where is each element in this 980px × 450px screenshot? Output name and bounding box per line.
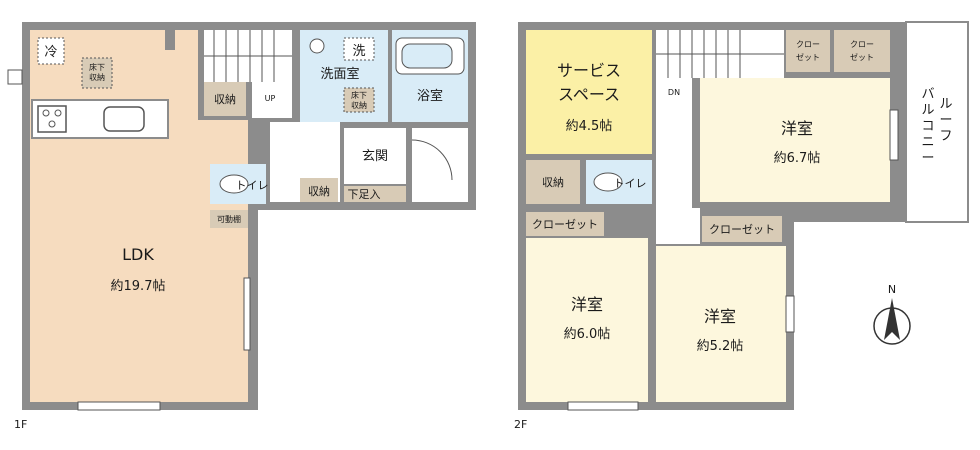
bath-label: 浴室 — [417, 88, 443, 104]
stair-dn-marker: DN — [668, 88, 680, 97]
compass-icon: N — [873, 283, 911, 345]
western-se-size: 約5.2帖 — [697, 339, 744, 354]
sink-icon — [103, 106, 145, 132]
ldk-size: 約19.7帖 — [111, 279, 166, 294]
storage-hall-label: 収納 — [308, 185, 330, 198]
roof-balcony-label-d: ニ — [921, 135, 934, 150]
adjustable-shelf-label: 可動棚 — [217, 214, 241, 224]
roof-balcony-label-f: ル — [939, 97, 952, 112]
closet-sw — [526, 212, 604, 236]
western-se-label: 洋室 — [704, 307, 736, 326]
closet-ne-1 — [786, 30, 830, 72]
washer-label: 洗 — [352, 44, 365, 59]
closet-se-label: クローゼット — [709, 223, 775, 236]
western-room-se — [656, 246, 786, 402]
underfloor-storage-kitchen-label-a: 床下 — [89, 62, 105, 72]
fridge-label: 冷 — [44, 45, 57, 60]
underfloor-storage-kitchen-label-b: 収納 — [89, 72, 105, 82]
western-room-sw — [526, 238, 648, 402]
roof-balcony-label-a: バ — [921, 87, 934, 102]
toilet-2f-label: トイレ — [614, 177, 647, 190]
underfloor-storage-wash-label-a: 床下 — [351, 90, 367, 100]
western-room-ne — [700, 78, 890, 202]
western-ne-label: 洋室 — [781, 119, 813, 138]
service-space-size: 約4.5帖 — [566, 119, 613, 134]
floor-1f-label: 1F — [14, 418, 27, 431]
closet-ne-1-label-b: ゼット — [796, 52, 820, 62]
toilet-1f-label: トイレ — [236, 179, 269, 192]
closet-sw-label: クローゼット — [532, 218, 598, 231]
western-ne-size: 約6.7帖 — [774, 151, 821, 166]
shoe-box — [344, 186, 406, 202]
roof-balcony-label-c: コ — [921, 119, 934, 134]
washer-icon — [343, 37, 375, 61]
compass-label: N — [888, 283, 896, 296]
adjustable-shelf — [210, 210, 248, 228]
ldk-label: LDK — [122, 245, 154, 264]
entrance — [344, 128, 406, 184]
service-space — [526, 30, 652, 154]
storage-kitchen-label: 収納 — [214, 93, 236, 106]
roof-balcony-label-e: ー — [921, 151, 934, 166]
roof-balcony-label-b: ル — [921, 103, 934, 118]
underfloor-storage-wash-label-b: 収納 — [351, 100, 367, 110]
roof-balcony-label-g: ー — [939, 113, 952, 128]
fridge-icon — [37, 37, 65, 65]
storage-2f-label: 収納 — [542, 176, 564, 189]
western-sw-size: 約6.0帖 — [564, 327, 611, 342]
shoe-box-label: 下足入 — [348, 188, 381, 201]
storage-kitchen — [204, 82, 246, 116]
floor-1f: 冷 床下 収納 収納 UP 洗 洗面室 床下 収納 — [7, 22, 476, 431]
service-space-label-b: スペース — [558, 85, 620, 104]
closet-se — [702, 216, 782, 242]
service-space-label-a: サービス — [557, 61, 621, 80]
closet-ne-2 — [834, 30, 890, 72]
closet-ne-2-label-b: ゼット — [850, 52, 874, 62]
floor-2f-label: 2F — [514, 418, 527, 431]
roof-balcony — [905, 21, 969, 223]
roof-balcony-label-h: フ — [939, 129, 952, 144]
closet-ne-1-label-a: クロー — [796, 40, 820, 49]
storage-2f — [526, 160, 580, 204]
entrance-label: 玄関 — [362, 149, 388, 164]
underfloor-storage-wash — [343, 87, 375, 113]
storage-hall — [300, 178, 338, 202]
floor-2f: サービス スペース 約4.5帖 収納 トイレ DN クロー ゼット クロー ゼ — [514, 21, 969, 431]
western-sw-label: 洋室 — [571, 295, 603, 314]
stair-up-marker: UP — [265, 94, 276, 103]
washroom-label: 洗面室 — [320, 66, 359, 82]
stove-icon — [37, 105, 67, 133]
closet-ne-2-label-a: クロー — [850, 40, 874, 49]
underfloor-storage-kitchen — [81, 57, 113, 89]
